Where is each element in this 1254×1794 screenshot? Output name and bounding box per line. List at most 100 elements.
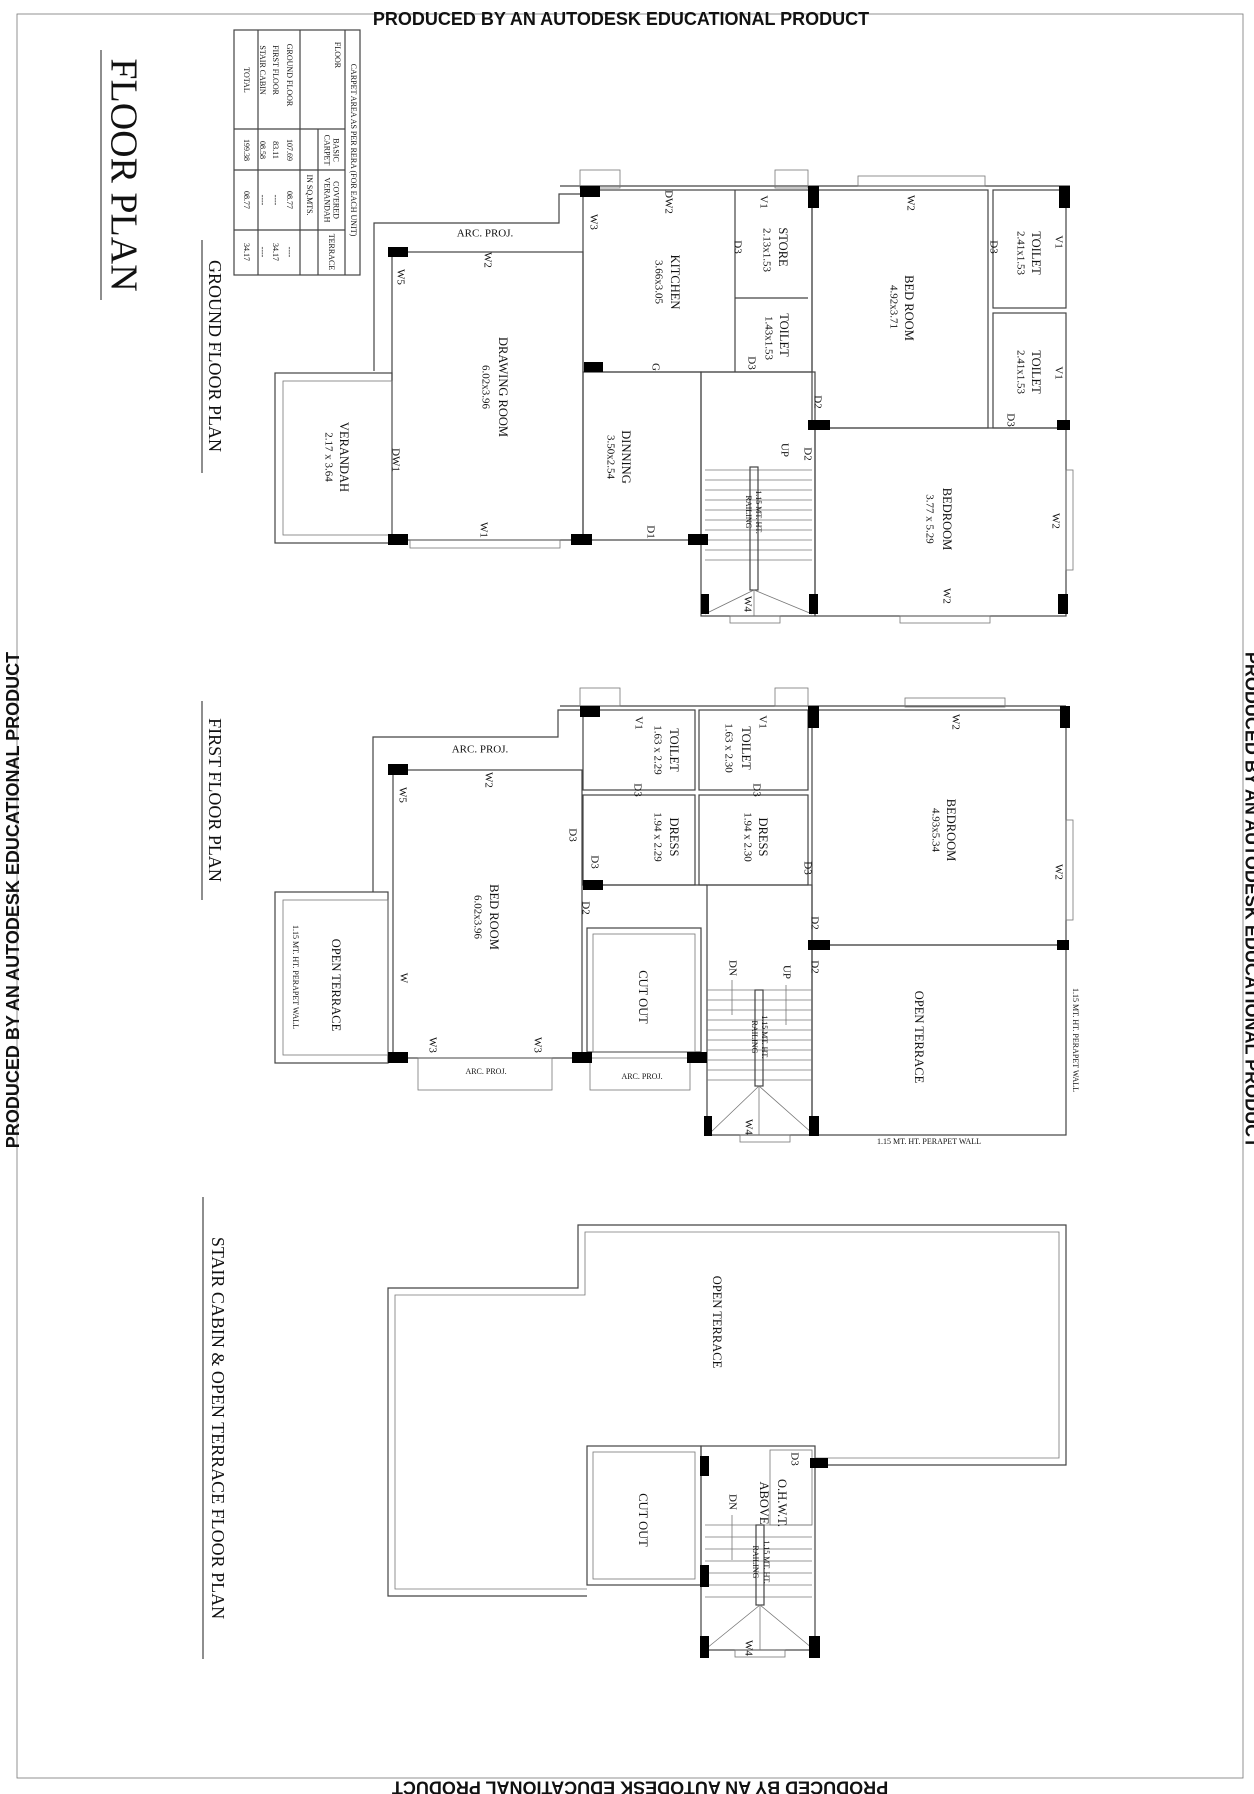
window-tag: W2 [940, 588, 952, 604]
room-size: 1.63 x 2.29 [651, 725, 663, 775]
room-size: 3.77 x 5.29 [923, 494, 935, 544]
railing-label: RAILING [751, 1546, 760, 1579]
door-tag: D3 [631, 783, 643, 797]
row-terrace: 34.17 [271, 243, 280, 261]
room-name: TOILET [739, 726, 753, 770]
row-floor: FIRST FLOOR [271, 45, 280, 96]
walls [274, 169, 1074, 624]
table-col-terrace: TERRACE [327, 234, 336, 271]
room-name: BED ROOM [487, 884, 501, 950]
first-floor-plan: FIRST FLOOR PLAN [201, 687, 1080, 1146]
room-name: VERANDAH [337, 422, 351, 492]
window-tag: W2 [1049, 513, 1061, 529]
room-name: DRESS [667, 818, 681, 857]
room-size: 1.94 x 2.29 [651, 812, 663, 862]
table-heading: CARPET AREA AS PER RERA (FOR EACH UNIT) [349, 64, 358, 237]
row-basic: 199.38 [242, 139, 251, 161]
staircase [707, 980, 813, 1135]
table-col-basic: BASICCARPET [323, 135, 341, 166]
room-name: DRESS [756, 818, 770, 857]
door-tag: D3 [987, 240, 999, 254]
stair-cabin-title: STAIR CABIN & OPEN TERRACE FLOOR PLAN [208, 1237, 228, 1619]
watermark-right: PRODUCED BY AN AUTODESK EDUCATIONAL PROD… [1241, 652, 1254, 1148]
room-name: CUT OUT [636, 970, 650, 1024]
window-tag: V1 [756, 715, 768, 728]
columns [700, 1456, 828, 1658]
window-tag: W2 [481, 252, 493, 268]
door-tag: D3 [788, 1452, 800, 1466]
table-row: STAIR CABIN 08.58 ---- ---- [258, 45, 267, 257]
row-covered: 08.77 [285, 191, 294, 209]
door-tag: D3 [1004, 413, 1016, 427]
room-labels: OPEN TERRACE CUT OUT D3 O.H.W.T. ABOVE D… [636, 1276, 800, 1657]
row-floor: GROUND FLOOR [285, 44, 294, 107]
room-size: 2.41x1.53 [1014, 231, 1026, 276]
room-size: 6.02x3.96 [471, 895, 483, 940]
row-basic: 107.69 [285, 139, 294, 161]
columns [388, 706, 1070, 1136]
door-tag: D3 [566, 828, 578, 842]
room-name: OPEN TERRACE [912, 991, 926, 1084]
first-floor-title: FIRST FLOOR PLAN [205, 718, 225, 882]
room-size: 1.94 x 2.30 [741, 812, 753, 862]
table-row: GROUND FLOOR 107.69 08.77 ---- [285, 44, 294, 258]
door-tag: DW2 [662, 190, 674, 214]
door-tag: D3 [745, 356, 757, 370]
row-terrace: ---- [258, 247, 267, 258]
window-tag: V1 [632, 716, 644, 729]
row-terrace: 34.17 [242, 243, 251, 261]
table-row: TOTAL 199.38 08.77 34.17 [242, 67, 251, 261]
window-tag: W5 [396, 787, 408, 803]
arc-proj-label: ARC. PROJ. [465, 1067, 506, 1076]
room-size: 2.17 x 3.64 [322, 432, 334, 482]
parapet-label: 1.15 MT. HT. PERAPET WALL [877, 1137, 981, 1146]
stair-direction: DN [726, 960, 738, 976]
window-tag: V1 [757, 195, 769, 208]
door-tag: DW1 [389, 448, 401, 472]
railing-label: 1.15 MT. HT. [754, 490, 763, 533]
table-col-floor: FLOOR [333, 42, 342, 69]
room-size: 3.66x3.05 [652, 260, 664, 305]
railing-label: RAILING [744, 496, 753, 529]
sheet-border [16, 13, 1244, 1779]
row-covered: ---- [258, 195, 267, 206]
door-tag: D3 [750, 783, 762, 797]
room-name: TOILET [1029, 231, 1043, 275]
room-name: BEDROOM [944, 799, 958, 862]
window-tag: W [397, 973, 409, 984]
door-tag: D2 [808, 960, 820, 973]
room-name: OPEN TERRACE [329, 939, 343, 1032]
window-tag: W1 [477, 522, 489, 538]
room-name: DINNING [619, 430, 633, 483]
window-tag: W4 [742, 1119, 754, 1135]
stair-direction: UP [778, 443, 790, 457]
table-unit: IN SQ.MTS. [305, 174, 314, 215]
door-tag: D3 [588, 855, 600, 869]
railing-label: 1.15 MT. HT. [762, 1540, 771, 1583]
stair-direction: DN [726, 1494, 738, 1510]
room-size: 2.41x1.53 [1014, 350, 1026, 395]
room-labels: DW2 W3 KITCHEN 3.66x3.05 G V1 D3 STORE 2… [322, 190, 1064, 612]
row-floor: TOTAL [242, 67, 251, 93]
parapet-label-right: 1.15 MT. HT. PERAPET WALL [1071, 988, 1080, 1092]
window-tag: W4 [742, 1640, 754, 1656]
row-covered: ---- [271, 195, 280, 206]
staircase [705, 1515, 813, 1650]
tank-label: ABOVE [757, 1481, 771, 1524]
window-tag: W4 [741, 596, 753, 612]
arc-proj-label: ARC. PROJ. [457, 228, 514, 240]
railing-label: 1.15 MT. HT. [760, 1015, 769, 1058]
door-tag: D1 [644, 525, 656, 538]
door-tag: D3 [801, 861, 813, 875]
ground-floor-title: GROUND FLOOR PLAN [205, 260, 225, 452]
drawing-title: FLOOR PLAN [102, 58, 144, 291]
door-tag: D3 [731, 240, 743, 254]
ground-floor-plan: GROUND FLOOR PLAN [201, 169, 1074, 624]
window-tag: W3 [587, 214, 599, 230]
watermark-left: PRODUCED BY AN AUTODESK EDUCATIONAL PROD… [3, 652, 23, 1148]
room-name: STORE [776, 227, 790, 267]
door-tag: D2 [579, 901, 591, 914]
watermark-top: PRODUCED BY AN AUTODESK EDUCATIONAL PROD… [373, 9, 869, 29]
room-size: 2.13x1.53 [760, 228, 772, 273]
